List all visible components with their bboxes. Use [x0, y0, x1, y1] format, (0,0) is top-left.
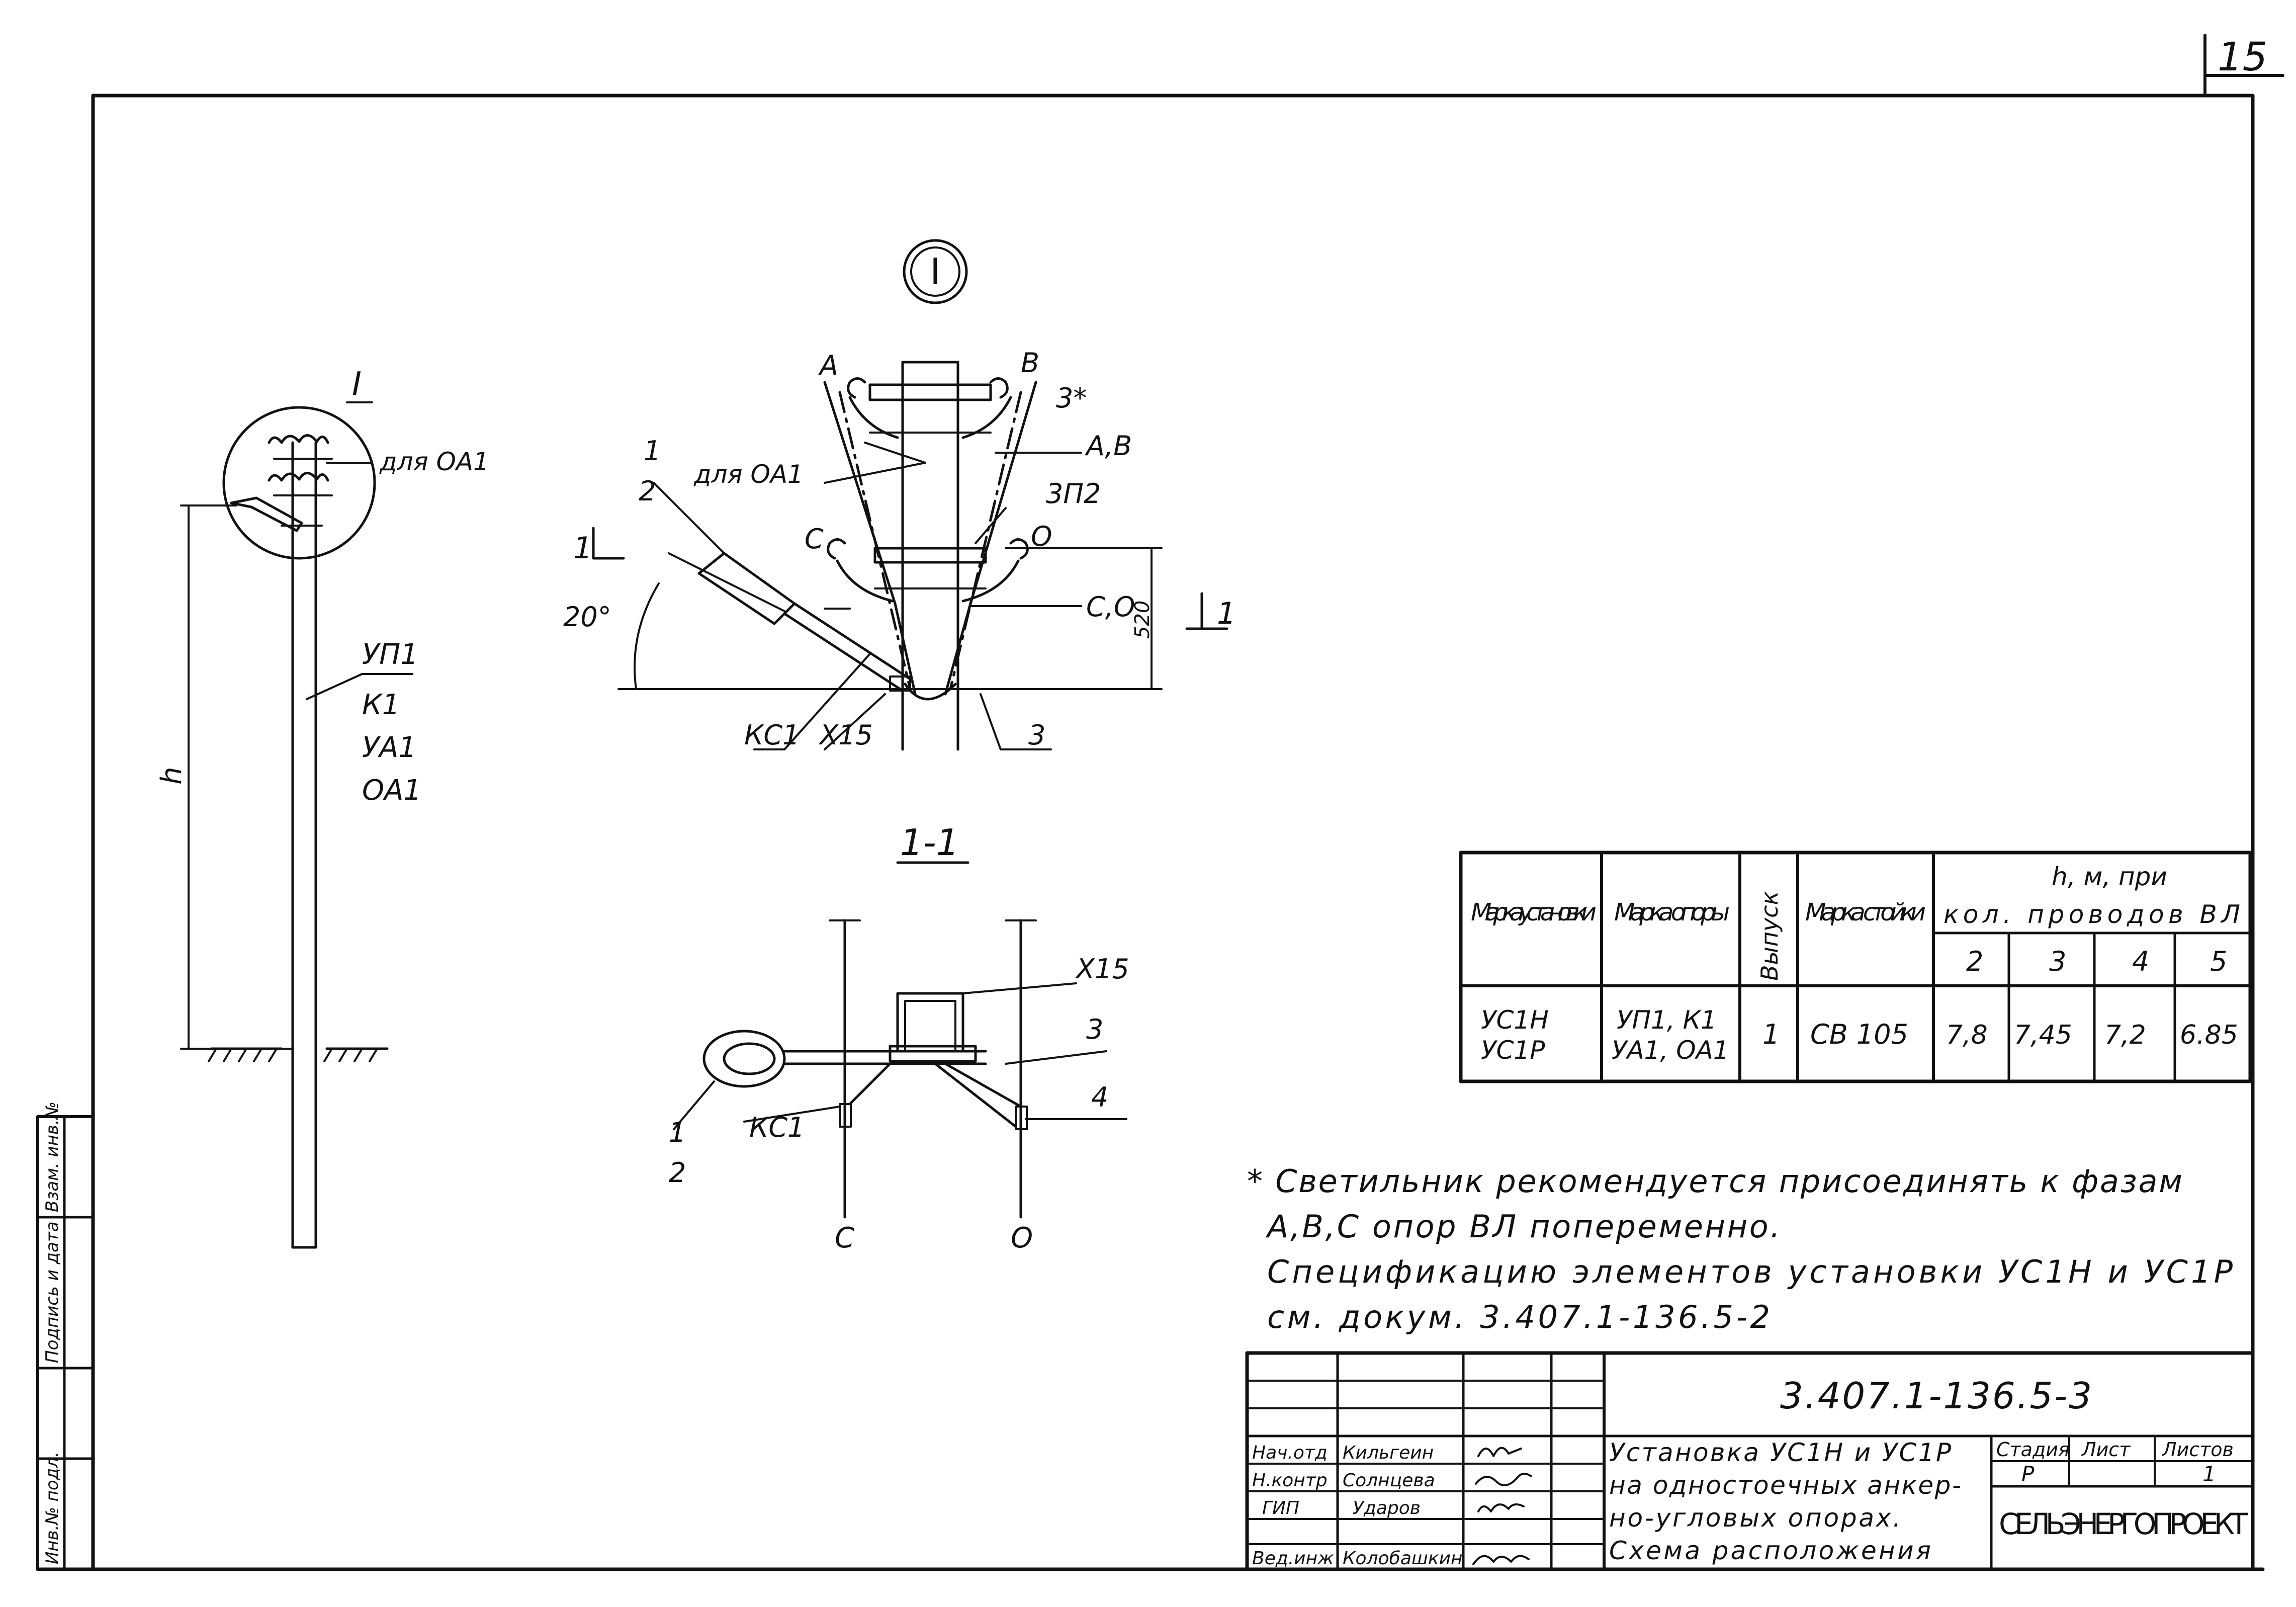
- pole-support-4: ОА1: [362, 774, 421, 807]
- table-wire-count-4: 4: [2132, 946, 2149, 977]
- detail-phase-b: В: [1021, 347, 1039, 379]
- signatures: [1472, 1447, 1532, 1565]
- section-item-3: 3: [1086, 1013, 1103, 1045]
- note-line-4: см. докум. 3.407.1-136.5-2: [1267, 1299, 1770, 1335]
- detail-item-1: 1: [644, 435, 661, 467]
- table-install-1: УС1Н: [1481, 1005, 1549, 1035]
- title-sheets-value: 1: [2202, 1462, 2216, 1486]
- section-item-4: 4: [1091, 1081, 1108, 1113]
- table-height-4: 7,2: [2104, 1020, 2146, 1050]
- section-wire-o: О: [1011, 1222, 1033, 1254]
- table-header-support: Марка опоры: [1614, 898, 1730, 926]
- detail-note-3star: 3*: [1056, 382, 1087, 414]
- table-header-post: Марка стойки: [1805, 898, 1926, 926]
- detail-angle: 20°: [563, 601, 611, 633]
- table-wire-count-5: 5: [2210, 946, 2227, 977]
- title-sheet-label: Лист: [2081, 1439, 2131, 1461]
- detail-item-3p2: 3П2: [1046, 478, 1101, 510]
- detail-phase-a: А: [818, 350, 838, 381]
- table-header-install: Марка установки: [1471, 898, 1597, 926]
- section-wire-c: С: [835, 1222, 854, 1254]
- note-line-1: * Светильник рекомендуется присоединять …: [1247, 1163, 2182, 1200]
- table-support-2: УА1, ОА1: [1612, 1036, 1729, 1065]
- title-line-1: Установка УС1Н и УС1Р: [1609, 1438, 1952, 1467]
- title-block: [1245, 1351, 2255, 1571]
- title-stage-value: Р: [2021, 1462, 2035, 1486]
- stamp-sign-date: Подпись и дата: [42, 1221, 62, 1363]
- role-3: ГИП: [1262, 1498, 1299, 1518]
- sheet-number: 15: [2218, 35, 2267, 80]
- detail-item-3: 3: [1028, 719, 1045, 751]
- detail-phase-o: О: [1031, 521, 1052, 552]
- section-view: [673, 919, 1127, 1219]
- role-2: Н.контр: [1252, 1470, 1328, 1491]
- detail-phase-c: С: [805, 523, 824, 555]
- pole-support-1: УП1: [362, 638, 418, 671]
- pole-height-label: h: [155, 767, 188, 785]
- node-marker: [903, 239, 968, 304]
- table-height-3: 7,45: [2014, 1020, 2072, 1050]
- title-line-2: на одностоечных анкер-: [1609, 1471, 1961, 1500]
- pole-support-2: К1: [362, 689, 400, 721]
- table-wire-count-3: 3: [2049, 946, 2066, 977]
- role-1: Нач.отд: [1252, 1443, 1328, 1463]
- title-sheets-label: Листов: [2161, 1439, 2234, 1461]
- detail-label-co: С,О: [1086, 591, 1135, 623]
- note-line-3: Спецификацию элементов установки УС1Н и …: [1267, 1253, 2233, 1290]
- side-stamp: [36, 1115, 95, 1571]
- detail-item-ks1: КС1: [744, 719, 800, 751]
- detail-label-for-oa1: для ОА1: [693, 460, 804, 489]
- node-marker-label: I: [930, 250, 940, 293]
- role-3-name: Ударов: [1353, 1498, 1421, 1518]
- detail-section-left: 1: [573, 531, 592, 566]
- section-item-x15: Х15: [1075, 953, 1129, 985]
- table-issue: 1: [1762, 1019, 1780, 1050]
- section-item-1: 1: [669, 1117, 686, 1148]
- stamp-replace-inv: Взам. инв.№: [42, 1102, 62, 1212]
- table-post: СВ 105: [1810, 1019, 1908, 1050]
- table-wire-count-2: 2: [1966, 946, 1983, 977]
- detail-section-right: 1: [1217, 596, 1236, 631]
- table-height-5: 6.85: [2180, 1020, 2238, 1050]
- table-support-1: УП1, К1: [1617, 1005, 1717, 1035]
- stamp-inv-no: Инв.№ подл.: [42, 1452, 62, 1564]
- title-doc-code: 3.407.1-136.5-3: [1780, 1375, 2092, 1417]
- role-4: Вед.инж: [1252, 1548, 1334, 1569]
- note-line-2: А,В,С опор ВЛ попеременно.: [1265, 1208, 1780, 1245]
- table-height-2: 7,8: [1946, 1020, 1988, 1050]
- detail-label-ab: А,В: [1085, 430, 1132, 462]
- role-1-name: Кильгеин: [1343, 1443, 1434, 1463]
- pole-label-for-oa1: для ОА1: [379, 447, 489, 476]
- pole-callout: I: [352, 366, 362, 403]
- data-table: [1459, 851, 2252, 1083]
- title-organization: СЕЛЬЭНЕРГОПРОЕКТ: [1999, 1507, 2248, 1541]
- detail-item-x15: Х15: [818, 719, 873, 751]
- detail-dim-520: 520: [1131, 601, 1154, 639]
- role-4-name: Колобашкин: [1343, 1548, 1463, 1569]
- table-header-wires: кол. проводов ВЛ: [1944, 900, 2240, 929]
- title-stage-label: Стадия: [1996, 1439, 2070, 1461]
- title-line-4: Схема расположения: [1609, 1536, 1931, 1565]
- table-header-h: h, м, при: [2052, 862, 2167, 891]
- pole-support-3: УА1: [362, 731, 416, 764]
- detail-top-view: [592, 361, 1228, 751]
- section-item-2: 2: [669, 1157, 686, 1189]
- title-line-3: но-угловых опорах.: [1609, 1503, 1901, 1533]
- table-header-issue: Выпуск: [1756, 891, 1783, 981]
- pole-elevation: [180, 401, 413, 1249]
- section-title: 1-1: [900, 821, 959, 864]
- section-item-ks1: КС1: [749, 1112, 805, 1143]
- detail-item-2: 2: [639, 475, 656, 507]
- table-install-2: УС1Р: [1481, 1036, 1545, 1065]
- role-2-name: Солнцева: [1343, 1470, 1435, 1491]
